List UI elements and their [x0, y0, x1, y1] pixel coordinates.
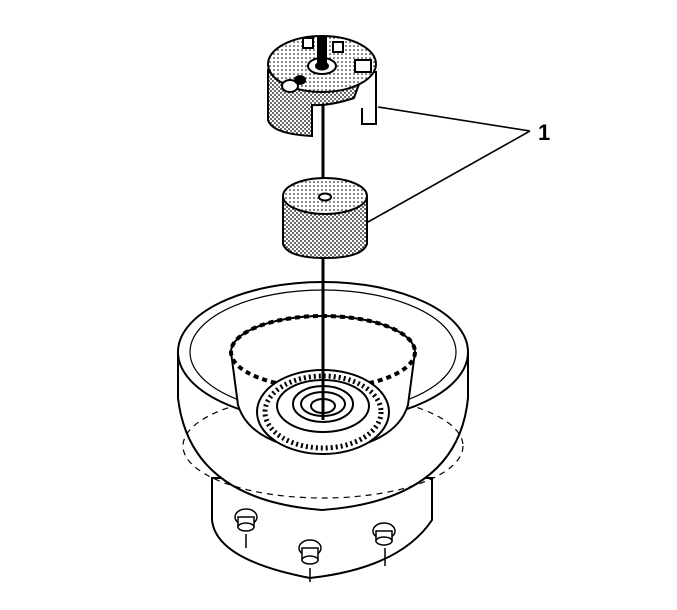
installer-tool	[267, 35, 377, 138]
leader-line-lower	[367, 130, 531, 223]
wheel-studs	[234, 508, 396, 582]
callout-label: 1	[538, 120, 550, 145]
callout-1: 1	[367, 106, 550, 223]
adapter-cup	[282, 177, 368, 290]
leader-line-upper	[377, 106, 531, 132]
